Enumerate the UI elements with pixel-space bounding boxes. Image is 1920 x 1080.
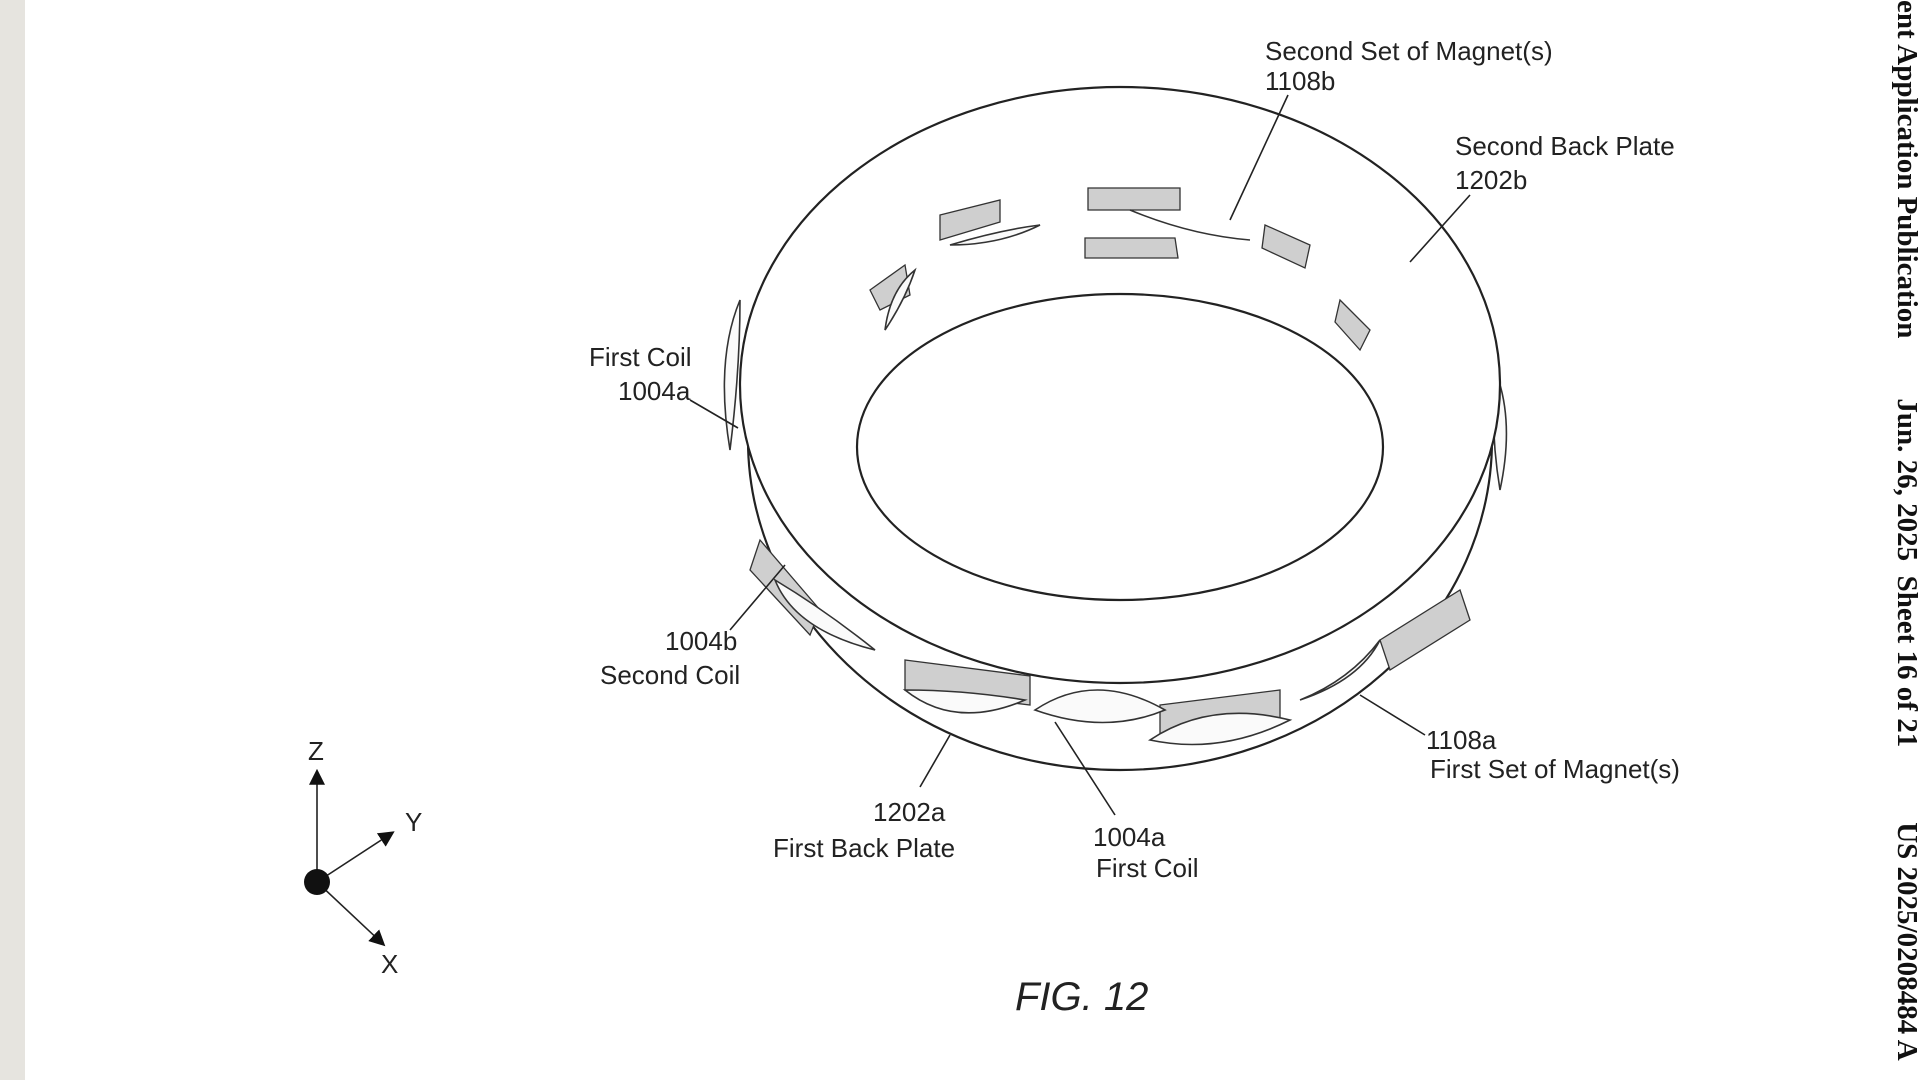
figure-caption: FIG. 12	[1015, 975, 1148, 1019]
coordinate-axes: Z Y X	[304, 736, 422, 979]
scan-edge	[0, 0, 25, 1080]
label-second-back-plate: Second Back Plate	[1455, 131, 1675, 161]
inner-bore	[855, 292, 1385, 602]
ref-1004b: 1004b	[665, 626, 737, 656]
inner-magnets	[869, 187, 1371, 352]
axis-label-x: X	[381, 949, 398, 979]
label-second-coil: Second Coil	[600, 660, 740, 690]
label-first-magnets: First Set of Magnet(s)	[1430, 754, 1680, 784]
label-first-coil-bottom: First Coil	[1096, 853, 1199, 883]
ref-1202a: 1202a	[873, 797, 946, 827]
axis-label-y: Y	[405, 807, 422, 837]
ref-1108b: 1108b	[1265, 66, 1335, 96]
axis-label-z: Z	[308, 736, 324, 766]
label-first-back-plate: First Back Plate	[773, 833, 955, 863]
label-second-magnets: Second Set of Magnet(s)	[1265, 36, 1553, 66]
ref-1108a: 1108a	[1426, 725, 1497, 755]
origin-dot	[304, 869, 330, 895]
y-axis-arrow	[316, 831, 395, 883]
x-axis-arrow	[316, 881, 386, 947]
ref-1202b: 1202b	[1455, 165, 1527, 195]
coil-magnet-band	[723, 299, 1508, 746]
label-first-coil-top: First Coil	[589, 342, 692, 372]
leader-lines	[689, 94, 1471, 816]
ref-1004a-bottom: 1004a	[1093, 822, 1166, 852]
ref-1004a-top: 1004a	[618, 376, 691, 406]
